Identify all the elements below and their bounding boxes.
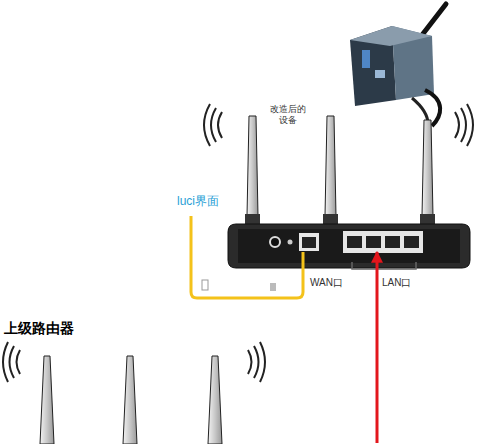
port-label: WAN口 — [309, 277, 344, 289]
reset-button — [288, 240, 293, 245]
wifi-arc — [248, 350, 252, 374]
wifi-arc — [461, 108, 466, 142]
lan-port — [385, 236, 400, 248]
router-case — [228, 224, 470, 268]
device-port — [362, 50, 370, 68]
node-title: 上级路由器 — [4, 320, 74, 337]
plug-symbol — [202, 280, 208, 290]
antenna — [40, 356, 54, 444]
wifi-arcs — [204, 104, 473, 146]
industrial-device — [350, 4, 446, 126]
upper-router-illustration — [3, 342, 265, 444]
interface-label: luci界面 — [176, 194, 220, 208]
device-top — [350, 26, 432, 46]
wifi-arc — [254, 346, 259, 378]
wifi-arc — [3, 342, 8, 382]
lan-port — [366, 236, 381, 248]
antenna — [123, 356, 137, 444]
wifi-arc — [467, 104, 473, 146]
port-label: LAN口 — [381, 277, 412, 289]
antenna — [208, 356, 222, 444]
lan-port — [347, 236, 362, 248]
wifi-arc — [218, 112, 222, 138]
power-jack — [270, 237, 280, 247]
lan-port — [404, 236, 419, 248]
lan-port-block — [343, 231, 423, 253]
yellow-cable — [191, 216, 303, 298]
antenna — [422, 120, 433, 216]
device-node: 上级路由器 — [0, 318, 500, 444]
device-node: 改造后的 设备 — [205, 100, 470, 252]
wan-port-socket — [302, 237, 316, 248]
device-port — [375, 70, 385, 78]
wifi-arc — [260, 342, 265, 382]
wifi-arcs — [3, 342, 265, 382]
router-panel — [238, 229, 460, 263]
antenna — [325, 116, 336, 216]
wifi-arc — [211, 108, 216, 142]
lan-bracket — [352, 262, 416, 269]
wifi-arc — [455, 112, 459, 138]
node-title: 改造后的 设备 — [265, 104, 312, 126]
wan-port — [299, 233, 319, 251]
router-antennas — [245, 116, 435, 226]
wifi-arc — [10, 346, 15, 378]
wifi-arc — [204, 104, 210, 146]
router-body — [228, 224, 470, 291]
network-cable — [376, 252, 379, 443]
antenna — [247, 116, 258, 216]
port-symbol — [270, 283, 276, 291]
wifi-arc — [17, 350, 21, 374]
